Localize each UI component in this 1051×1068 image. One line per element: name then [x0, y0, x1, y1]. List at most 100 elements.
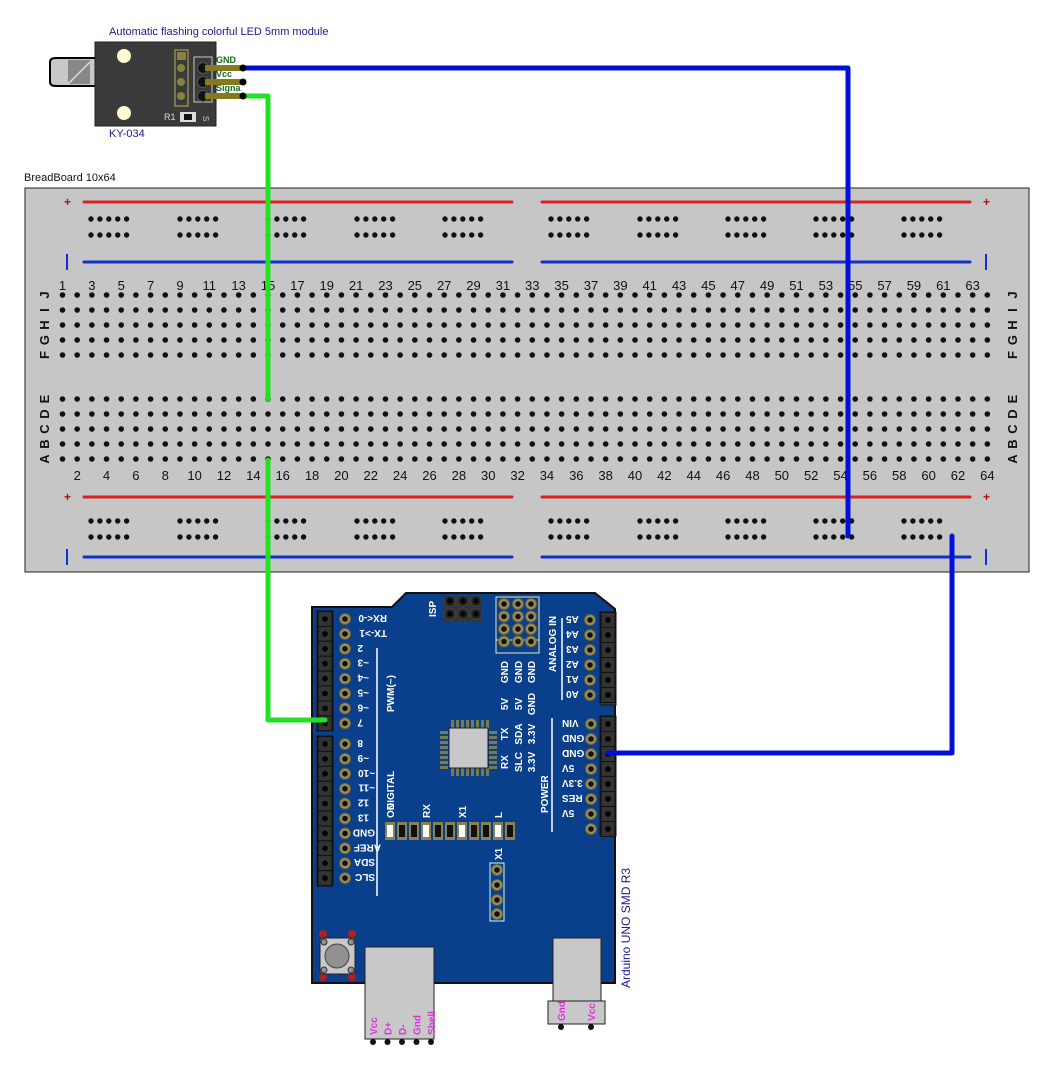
rail-hole[interactable] — [460, 534, 466, 540]
terminal-hole[interactable] — [426, 322, 433, 328]
terminal-hole[interactable] — [162, 352, 169, 358]
rail-hole[interactable] — [354, 216, 360, 222]
rail-hole[interactable] — [725, 232, 731, 238]
terminal-hole[interactable] — [558, 396, 565, 402]
terminal-hole[interactable] — [74, 456, 80, 462]
terminal-hole[interactable] — [749, 292, 756, 298]
terminal-hole[interactable] — [646, 426, 653, 432]
rail-hole[interactable] — [115, 232, 121, 238]
rail-hole[interactable] — [88, 534, 94, 540]
terminal-hole[interactable] — [338, 411, 345, 417]
rail-hole[interactable] — [566, 216, 572, 222]
terminal-hole[interactable] — [661, 307, 668, 313]
terminal-hole[interactable] — [118, 307, 125, 313]
terminal-hole[interactable] — [323, 441, 330, 447]
terminal-hole[interactable] — [720, 441, 726, 447]
terminal-hole[interactable] — [103, 322, 110, 328]
usb-pin[interactable] — [370, 1039, 376, 1045]
rail-hole[interactable] — [672, 216, 679, 222]
rail-hole[interactable] — [760, 534, 767, 540]
rail-hole[interactable] — [212, 216, 219, 222]
terminal-hole[interactable] — [397, 352, 403, 358]
rail-hole[interactable] — [451, 216, 457, 222]
terminal-hole[interactable] — [118, 352, 125, 358]
terminal-hole[interactable] — [558, 426, 565, 432]
terminal-hole[interactable] — [221, 456, 227, 462]
terminal-hole[interactable] — [661, 396, 668, 402]
rail-hole[interactable] — [389, 232, 396, 238]
terminal-hole[interactable] — [984, 352, 991, 358]
terminal-hole[interactable] — [602, 411, 609, 417]
terminal-hole[interactable] — [221, 307, 227, 313]
terminal-hole[interactable] — [323, 352, 330, 358]
terminal-hole[interactable] — [133, 426, 139, 432]
terminal-hole[interactable] — [749, 307, 756, 313]
terminal-hole[interactable] — [969, 411, 976, 417]
rail-hole[interactable] — [575, 534, 581, 540]
terminal-hole[interactable] — [294, 337, 301, 343]
terminal-hole[interactable] — [235, 292, 242, 298]
terminal-hole[interactable] — [279, 307, 286, 313]
terminal-hole[interactable] — [764, 337, 770, 343]
terminal-hole[interactable] — [734, 396, 741, 402]
terminal-hole[interactable] — [690, 426, 697, 432]
terminal-hole[interactable] — [485, 441, 492, 447]
terminal-hole[interactable] — [734, 441, 741, 447]
signal-wire-upper[interactable] — [240, 93, 271, 402]
terminal-hole[interactable] — [544, 411, 550, 417]
terminal-hole[interactable] — [147, 322, 154, 328]
terminal-hole[interactable] — [485, 337, 492, 343]
terminal-hole[interactable] — [632, 426, 638, 432]
terminal-hole[interactable] — [133, 352, 139, 358]
terminal-hole[interactable] — [661, 441, 668, 447]
terminal-hole[interactable] — [279, 456, 286, 462]
terminal-hole[interactable] — [764, 411, 770, 417]
terminal-hole[interactable] — [191, 411, 198, 417]
rail-hole[interactable] — [97, 518, 103, 524]
terminal-hole[interactable] — [617, 441, 624, 447]
terminal-hole[interactable] — [338, 292, 345, 298]
terminal-hole[interactable] — [705, 426, 712, 432]
terminal-hole[interactable] — [779, 396, 785, 402]
terminal-hole[interactable] — [544, 337, 550, 343]
terminal-hole[interactable] — [734, 322, 741, 328]
terminal-hole[interactable] — [177, 411, 183, 417]
terminal-hole[interactable] — [720, 322, 726, 328]
terminal-hole[interactable] — [206, 441, 213, 447]
terminal-hole[interactable] — [690, 337, 697, 343]
terminal-hole[interactable] — [397, 456, 403, 462]
rail-hole[interactable] — [910, 216, 916, 222]
usb-pin[interactable] — [413, 1039, 420, 1045]
terminal-hole[interactable] — [382, 456, 389, 462]
terminal-hole[interactable] — [852, 396, 859, 402]
terminal-hole[interactable] — [367, 322, 374, 328]
terminal-hole[interactable] — [133, 322, 139, 328]
terminal-hole[interactable] — [147, 307, 154, 313]
terminal-hole[interactable] — [705, 396, 712, 402]
terminal-hole[interactable] — [162, 292, 169, 298]
terminal-hole[interactable] — [808, 411, 814, 417]
terminal-hole[interactable] — [162, 396, 169, 402]
terminal-hole[interactable] — [485, 352, 492, 358]
rail-hole[interactable] — [822, 518, 828, 524]
terminal-hole[interactable] — [646, 337, 653, 343]
rail-hole[interactable] — [910, 232, 916, 238]
terminal-hole[interactable] — [397, 307, 403, 313]
terminal-hole[interactable] — [426, 292, 433, 298]
terminal-hole[interactable] — [764, 322, 770, 328]
rail-hole[interactable] — [274, 232, 280, 238]
terminal-hole[interactable] — [852, 441, 859, 447]
terminal-hole[interactable] — [779, 456, 785, 462]
rail-hole[interactable] — [575, 518, 581, 524]
terminal-hole[interactable] — [529, 426, 536, 432]
terminal-hole[interactable] — [793, 396, 800, 402]
rail-hole[interactable] — [204, 518, 210, 524]
rail-hole[interactable] — [928, 216, 934, 222]
terminal-hole[interactable] — [779, 411, 785, 417]
terminal-hole[interactable] — [309, 352, 315, 358]
rail-hole[interactable] — [177, 534, 183, 540]
terminal-hole[interactable] — [676, 352, 682, 358]
rail-hole[interactable] — [928, 232, 934, 238]
terminal-hole[interactable] — [500, 456, 506, 462]
terminal-hole[interactable] — [382, 307, 389, 313]
